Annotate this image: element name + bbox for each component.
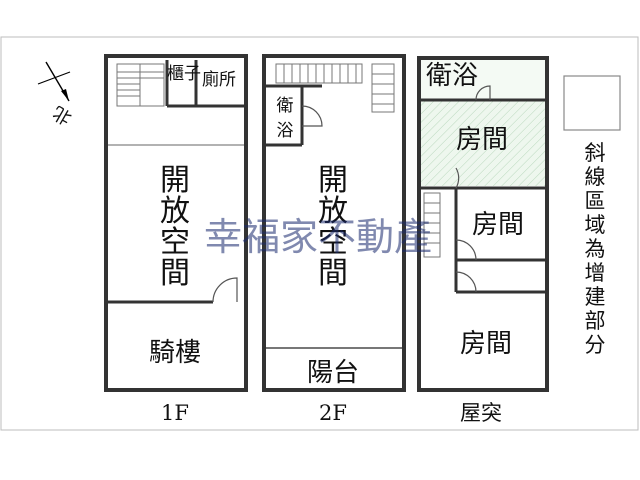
door-2f [301,105,323,127]
bathroom-2f-label-1: 衛 [277,96,294,116]
stairs-2f [275,63,395,113]
door-roof-2 [455,167,460,189]
open-space-1f-label: 開放空間 [160,163,190,291]
north-arrow-icon: 北 [37,61,76,129]
door-roof-4 [455,271,477,293]
added-area-bath [419,60,545,100]
stairs-1f [116,63,165,107]
toilet-1f-label: 廁所 [202,69,236,90]
floor-2f: 衛 浴 開放空間 陽台 2F [262,54,406,425]
room-roof-1-label: 房間 [456,125,508,155]
bathroom-2f-label-2: 浴 [277,121,294,141]
floor-roof: 衛浴 房間 房間 房間 屋突 [417,56,549,425]
floor-roof-label: 屋突 [460,401,502,425]
stairs-roof [423,192,441,258]
watermark-text: 幸福家不動產 [204,215,432,259]
added-area-room [419,100,545,186]
floor-1f: 櫃子 廁所 開放空間 騎樓 1F [104,54,248,425]
balcony-label: 陽台 [307,358,359,388]
room-roof-3-label: 房間 [460,329,512,359]
door-roof-3 [455,239,477,261]
floor-1f-outline [104,54,248,392]
door-1f [212,277,238,303]
bathroom-roof-label: 衛浴 [426,61,478,91]
room-roof-2-label: 房間 [472,210,524,240]
legend-text: 斜線區域為增建部分 [585,141,606,357]
floor-2f-outline [262,54,406,392]
door-roof-1 [475,85,491,101]
cabinet-label: 櫃子 [167,64,201,84]
open-space-2f-label: 開放空間 [318,163,348,291]
legend-swatch [563,75,621,131]
floor-2f-label: 2F [319,401,347,425]
arcade-label: 騎樓 [149,338,201,368]
plan-frame [0,36,639,431]
floor-1f-label: 1F [161,401,189,425]
floor-roof-outline [417,56,549,392]
compass-label: 北 [49,101,75,128]
